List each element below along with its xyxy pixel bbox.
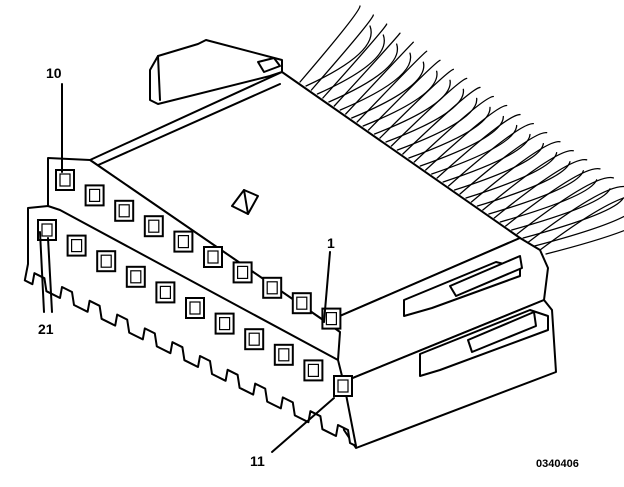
wire-strand <box>545 229 624 255</box>
wire-strand <box>322 23 388 99</box>
wire-strand <box>379 68 454 139</box>
wire-strand <box>333 32 401 107</box>
wire-strand <box>493 159 588 219</box>
wire-strand <box>396 97 478 151</box>
wire-strand <box>505 167 601 227</box>
wire-strand <box>390 77 468 147</box>
cavity-top <box>262 276 283 299</box>
pin-label-1: 1 <box>327 235 335 251</box>
wire-strand <box>447 122 534 187</box>
wire-strand <box>488 170 584 215</box>
leader-line-21-b <box>39 231 45 313</box>
wire-strand <box>310 14 374 91</box>
leader-line-11 <box>271 397 335 453</box>
cavity-top <box>173 230 194 253</box>
cavity-top <box>114 199 135 222</box>
leader-line-1 <box>323 251 331 323</box>
wire-strand <box>459 132 548 195</box>
wire-strand <box>533 215 624 247</box>
lock-arm-lower <box>467 311 537 353</box>
cavity-top <box>143 215 164 238</box>
wire-strand <box>539 197 624 251</box>
cavity-top <box>203 246 223 268</box>
wire-strand <box>516 176 614 235</box>
leader-line-21-a <box>47 237 53 313</box>
wire-strand <box>345 41 414 115</box>
wire-strand <box>442 133 531 183</box>
connector-right-side <box>325 237 557 449</box>
pin-label-10: 10 <box>46 65 62 81</box>
cavity-bottom <box>125 265 146 288</box>
connector-rear-housing <box>149 39 283 105</box>
wire-strand <box>527 185 624 243</box>
cavity-bottom <box>37 219 57 241</box>
wire-strand <box>356 50 428 123</box>
cavity-top <box>232 261 253 284</box>
cavity-bottom <box>214 312 235 335</box>
cavity-top <box>291 292 312 315</box>
cavity-bottom <box>244 328 265 351</box>
wire-strand <box>413 95 494 163</box>
wire-strand <box>425 104 508 171</box>
wire-strand <box>299 5 361 83</box>
cavity-bottom <box>155 281 176 304</box>
wire-bundle <box>299 5 624 255</box>
pin-label-11: 11 <box>250 453 265 469</box>
wire-strand <box>431 124 518 175</box>
wire-strand <box>367 59 441 131</box>
cavity-bottom <box>185 297 205 319</box>
figure-code: 0340406 <box>536 458 579 470</box>
cavity-bottom <box>273 343 294 366</box>
wire-strand <box>419 115 504 167</box>
cavity-row-bottom <box>37 219 353 397</box>
cavity-top <box>84 184 105 207</box>
wire-strand <box>408 106 491 159</box>
cavity-row-top <box>55 169 342 330</box>
cavity-top <box>55 169 75 191</box>
lock-arm-upper <box>449 255 523 297</box>
cavity-top <box>321 307 342 330</box>
pin-label-21: 21 <box>38 321 54 337</box>
wire-strand <box>482 150 574 211</box>
wire-strand <box>470 141 561 203</box>
cavity-bottom <box>333 375 353 397</box>
cavity-bottom <box>303 359 324 382</box>
wire-strand <box>402 86 481 155</box>
cavity-bottom <box>96 250 117 273</box>
cavity-bottom <box>66 234 87 257</box>
wire-strand <box>436 113 521 179</box>
